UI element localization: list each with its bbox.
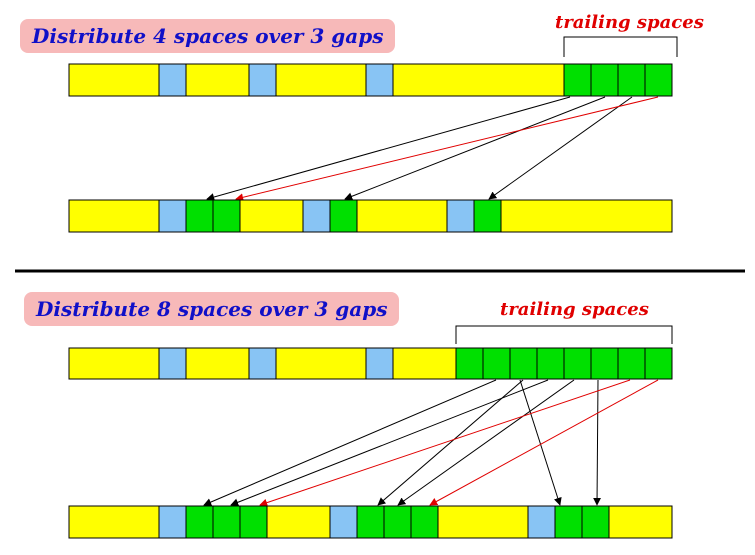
word-cell	[185, 63, 250, 97]
move-arrow-highlight	[235, 96, 659, 202]
gap-cell	[365, 347, 394, 380]
space-cell	[644, 347, 673, 380]
space-cell	[239, 505, 268, 539]
space-cell	[383, 505, 412, 539]
word-cell	[392, 347, 457, 380]
move-arrow-highlight	[259, 379, 631, 507]
space-cell	[554, 505, 583, 539]
section1-trailing-bracket	[563, 36, 678, 57]
move-arrow	[593, 379, 602, 506]
gap-cell	[248, 347, 277, 380]
space-cell	[185, 199, 214, 233]
gap-cell	[158, 63, 187, 97]
section2-trailing-label: trailing spaces	[500, 299, 649, 320]
space-cell	[617, 63, 646, 97]
word-cell	[239, 199, 304, 233]
move-arrow	[377, 379, 524, 506]
section2-result-bar	[68, 505, 673, 539]
move-arrow	[344, 96, 606, 201]
space-cell	[212, 199, 241, 233]
space-cell	[581, 505, 610, 539]
gap-cell	[527, 505, 556, 539]
section1-title: Distribute 4 spaces over 3 gaps	[20, 19, 396, 53]
word-cell	[500, 199, 673, 233]
space-cell	[509, 347, 538, 380]
word-cell	[608, 505, 673, 539]
space-cell	[212, 505, 241, 539]
section2-trailing-bracket	[455, 325, 673, 344]
space-cell	[356, 505, 385, 539]
space-cell	[617, 347, 646, 380]
word-cell	[356, 199, 448, 233]
gap-cell	[158, 199, 187, 233]
gap-cell	[158, 505, 187, 539]
word-cell	[275, 63, 367, 97]
gap-cell	[158, 347, 187, 380]
gap-cell	[365, 63, 394, 97]
move-arrow	[488, 96, 633, 200]
space-cell	[473, 199, 502, 233]
space-cell	[482, 347, 511, 380]
move-arrow	[397, 379, 575, 506]
space-cell	[185, 505, 214, 539]
space-cell	[563, 63, 592, 97]
space-cell	[329, 199, 358, 233]
space-cell	[590, 347, 619, 380]
word-cell	[185, 347, 250, 380]
space-cell	[536, 347, 565, 380]
word-cell	[68, 63, 160, 97]
move-arrow-highlight	[429, 379, 659, 506]
word-cell	[266, 505, 331, 539]
word-cell	[68, 505, 160, 539]
section1-trailing-label: trailing spaces	[555, 12, 704, 33]
space-cell	[563, 347, 592, 380]
section2-title: Distribute 8 spaces over 3 gaps	[24, 292, 400, 326]
space-cell	[590, 63, 619, 97]
space-cell	[455, 347, 484, 380]
space-cell	[644, 63, 673, 97]
gap-cell	[446, 199, 475, 233]
move-arrow	[206, 96, 571, 201]
section1-result-bar	[68, 199, 673, 233]
gap-cell	[329, 505, 358, 539]
word-cell	[68, 347, 160, 380]
gap-cell	[248, 63, 277, 97]
word-cell	[275, 347, 367, 380]
section1-source-bar	[68, 63, 673, 97]
word-cell	[437, 505, 529, 539]
word-cell	[68, 199, 160, 233]
move-arrow	[519, 379, 562, 506]
word-cell	[392, 63, 565, 97]
space-cell	[410, 505, 439, 539]
move-arrow	[203, 379, 497, 506]
section2-source-bar	[68, 347, 673, 380]
move-arrow	[230, 379, 549, 507]
gap-cell	[302, 199, 331, 233]
